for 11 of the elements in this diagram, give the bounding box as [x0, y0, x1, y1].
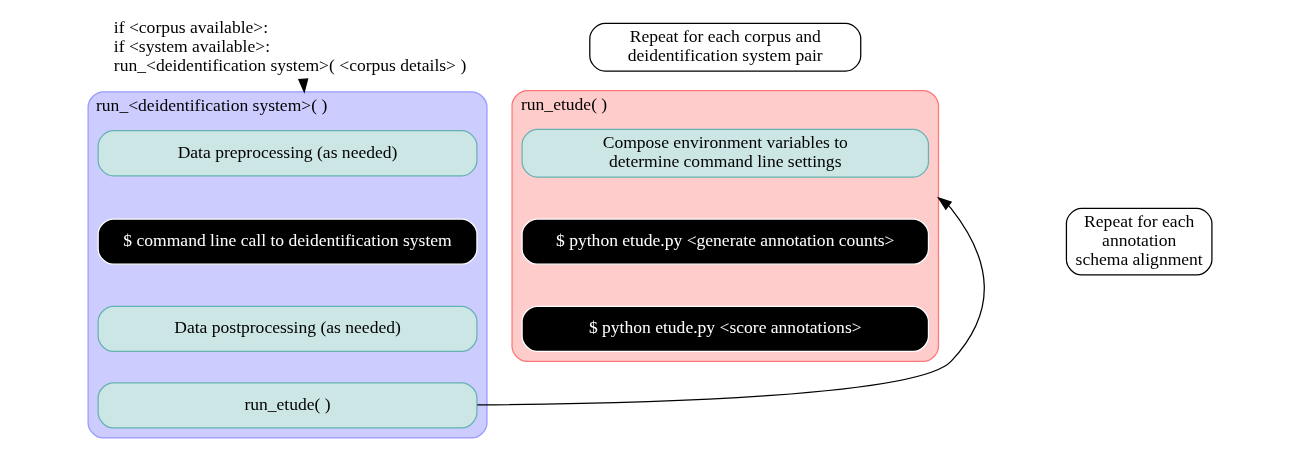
node-box: $ python etude.py <generate annotation counts> — [521, 217, 930, 265]
node-box: Data preprocessing (as needed) — [97, 129, 478, 176]
node-text: if <corpus available>: if <system available>: run_<deidentification system>( <corpus details> ) — [113, 16, 467, 75]
node-box: Repeat for each annotation schema alignment — [1065, 207, 1213, 276]
node-box: Compose environment variables to determine command line settings — [521, 128, 930, 178]
node-box: run_etude( ) — [97, 381, 478, 429]
arrow — [476, 196, 985, 405]
node-box: Repeat for each corpus and deidentification system pair — [589, 22, 862, 72]
node-box: Data postprocessing (as needed) — [97, 305, 478, 352]
node-box: $ python etude.py <score annotations> — [521, 305, 930, 352]
node-box: $ command line call to deidentification system — [97, 217, 478, 265]
